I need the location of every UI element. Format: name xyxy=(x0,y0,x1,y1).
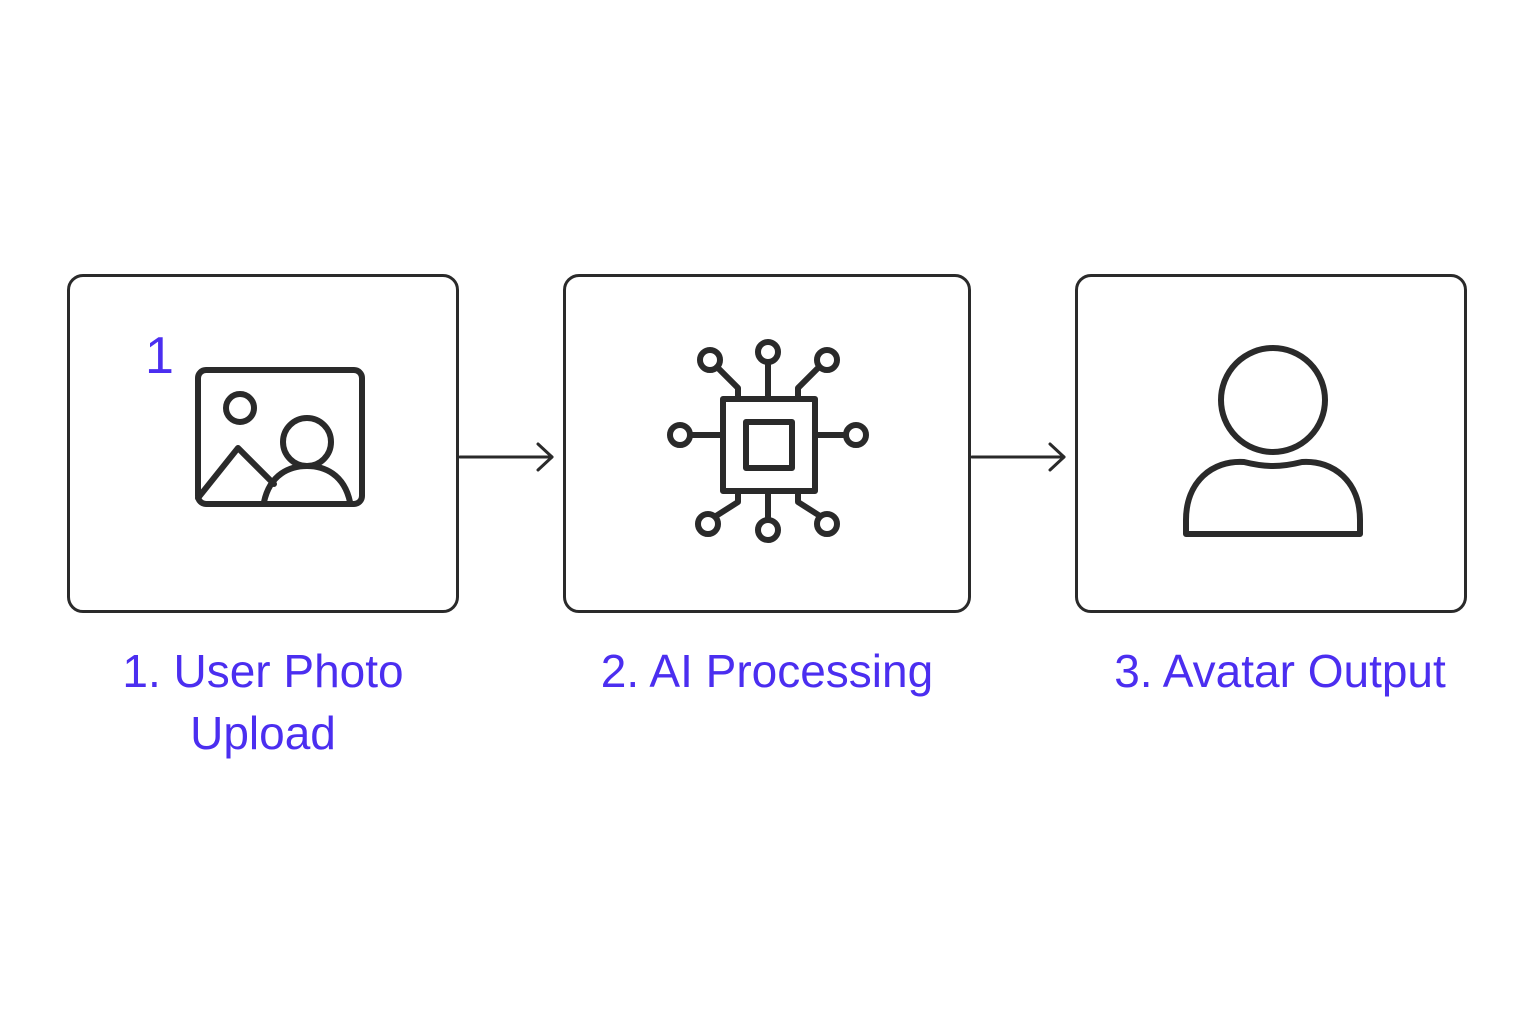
arrow-right-icon xyxy=(970,440,1070,474)
step-label-line: 1. User Photo xyxy=(122,645,404,697)
step-label-line: 3. Avatar Output xyxy=(1114,645,1446,697)
step-box-ai-processing xyxy=(563,274,971,613)
step-box-photo-upload xyxy=(67,274,459,613)
processor-chip-icon xyxy=(660,336,874,546)
step-label-line: 2. AI Processing xyxy=(600,645,934,697)
step-badge: 1 xyxy=(145,327,174,385)
step-label-avatar-output: 3. Avatar Output xyxy=(1075,640,1485,702)
step-label-ai-processing: 2. AI Processing xyxy=(563,640,971,702)
step-label-photo-upload: 1. User Photo Upload xyxy=(67,640,459,764)
step-label-line: Upload xyxy=(190,707,336,759)
photo-icon xyxy=(190,362,370,512)
arrow-right-icon xyxy=(458,440,558,474)
user-avatar-icon xyxy=(1178,342,1370,542)
step-box-avatar-output xyxy=(1075,274,1467,613)
